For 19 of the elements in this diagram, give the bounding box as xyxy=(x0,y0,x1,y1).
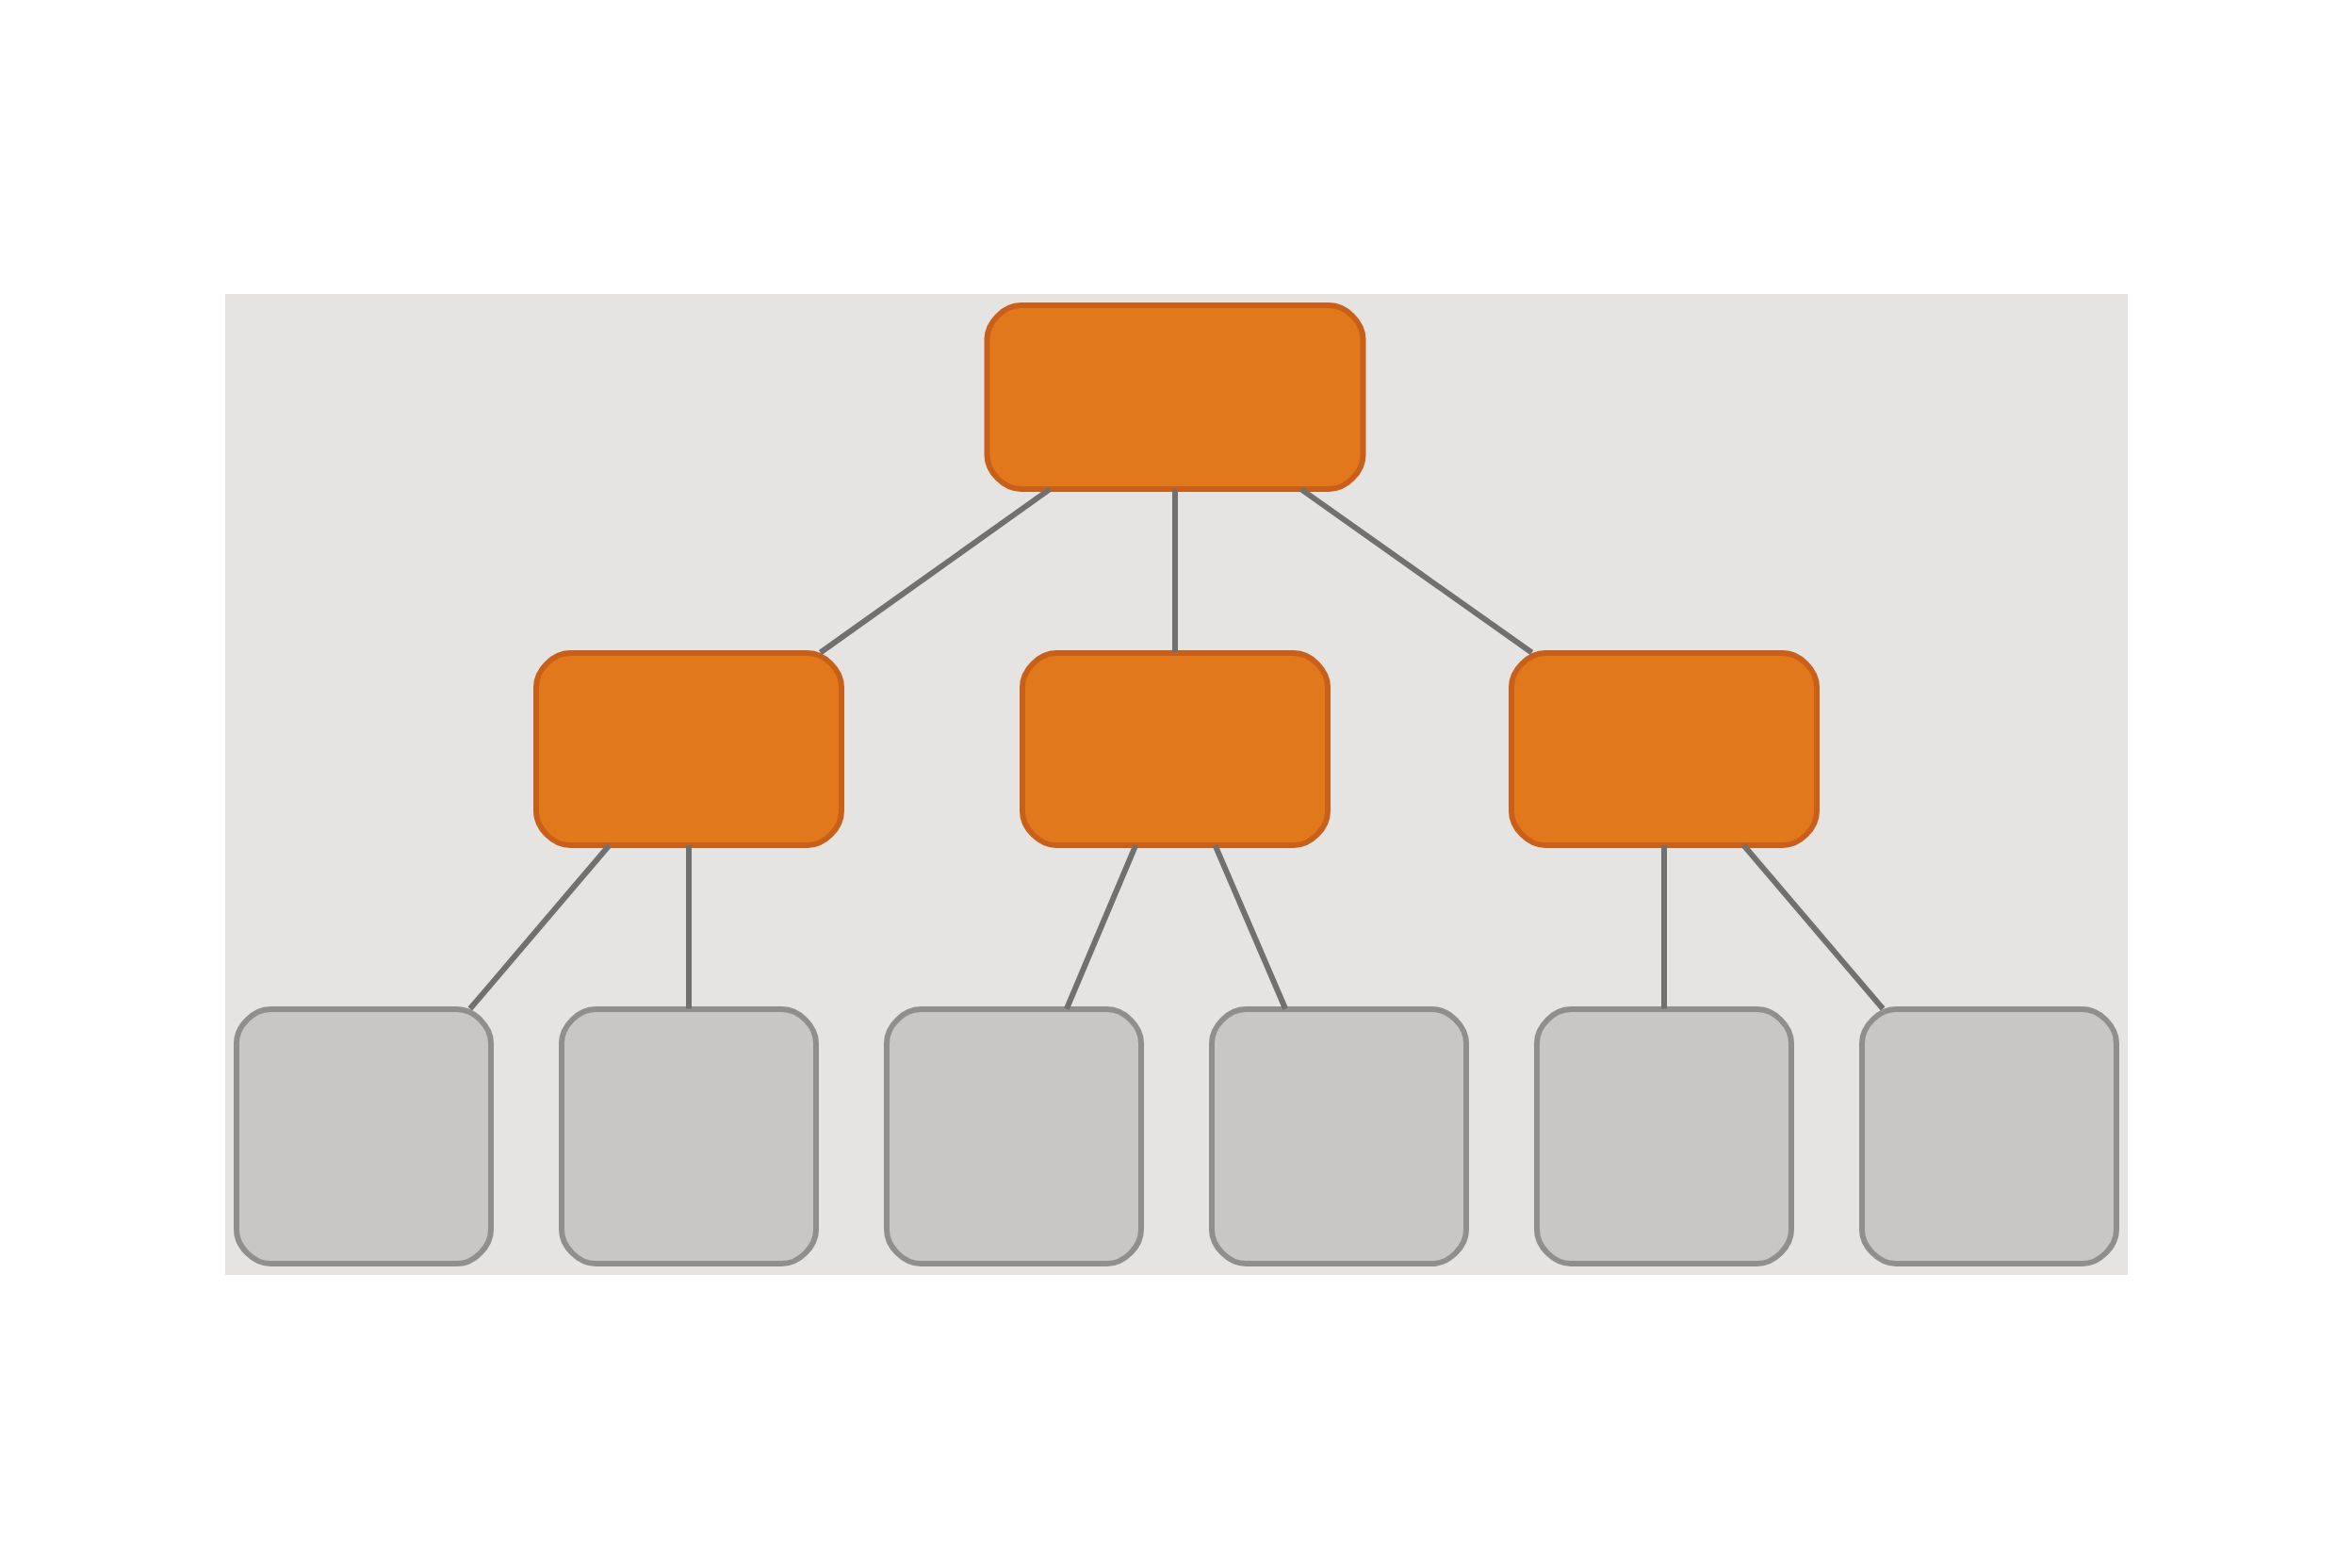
node-box xyxy=(1208,1005,1469,1266)
connector xyxy=(685,844,692,1009)
node-box xyxy=(984,302,1365,492)
connector xyxy=(818,486,1052,655)
node-box xyxy=(532,649,844,848)
node-box xyxy=(1858,1005,2119,1266)
connector xyxy=(467,842,612,1010)
node-box xyxy=(558,1005,819,1266)
node-box xyxy=(233,1005,494,1266)
connector xyxy=(1171,488,1178,653)
connector xyxy=(1298,486,1533,655)
connector xyxy=(1660,844,1667,1009)
node-box xyxy=(1508,649,1820,848)
node-box xyxy=(1533,1005,1794,1266)
node-box xyxy=(883,1005,1144,1266)
connector xyxy=(1740,842,1885,1010)
node-box xyxy=(1019,649,1331,848)
connector xyxy=(1212,843,1288,1010)
connector xyxy=(1063,843,1138,1010)
